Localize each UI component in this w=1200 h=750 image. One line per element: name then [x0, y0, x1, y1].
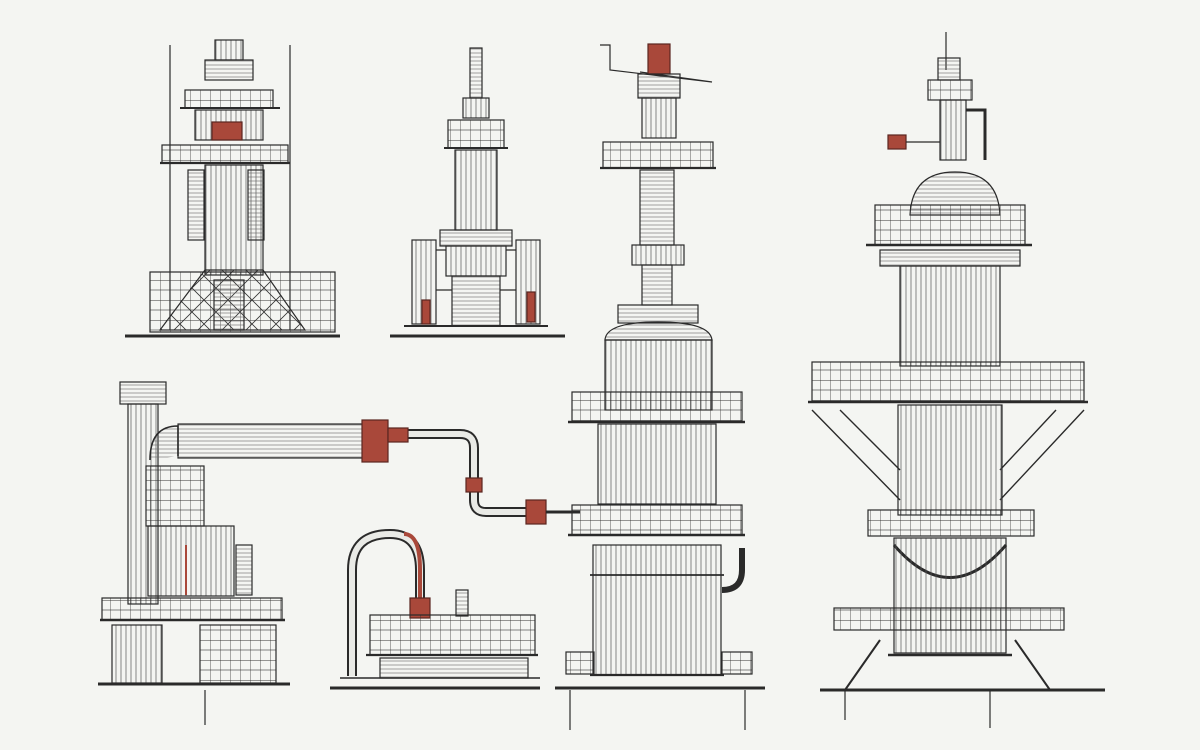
reactor-tall-center	[555, 43, 765, 730]
tower-right	[808, 32, 1105, 728]
pump-skid-bottom	[330, 528, 540, 690]
tower-top-left	[125, 39, 340, 338]
chimney-pipe-left	[98, 381, 580, 725]
column-top-middle	[390, 47, 565, 338]
